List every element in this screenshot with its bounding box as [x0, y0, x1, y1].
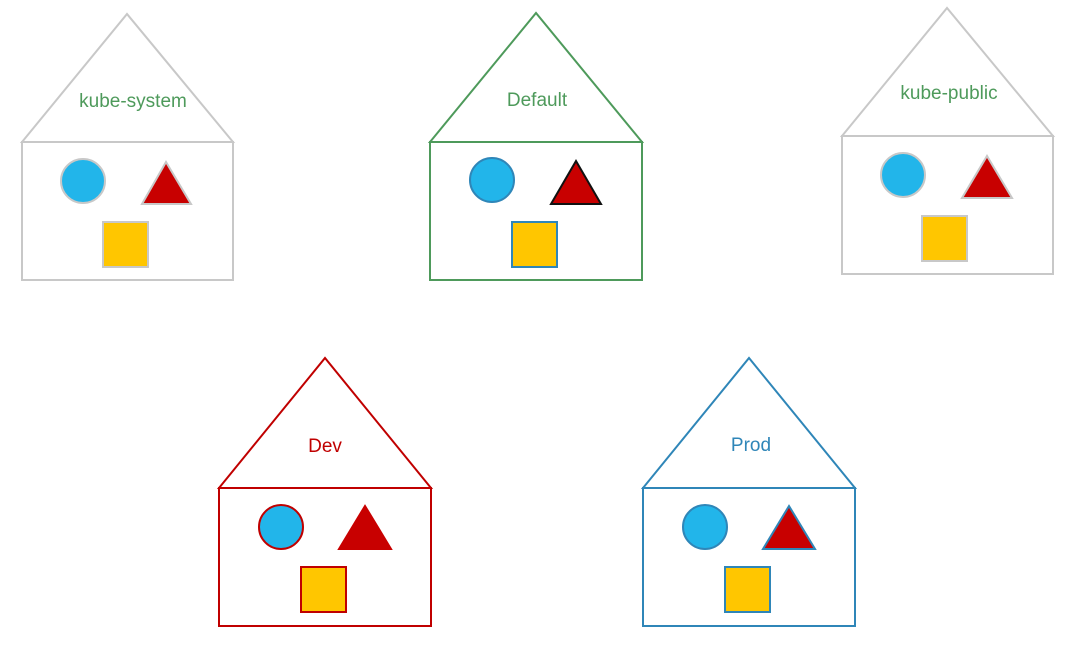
house-roof — [640, 356, 858, 489]
house-body — [642, 487, 856, 627]
circle-shape — [60, 158, 106, 204]
house-body — [841, 135, 1054, 275]
triangle-shape — [761, 504, 817, 550]
house-body — [218, 487, 432, 627]
house-prod: Prod — [640, 356, 858, 627]
house-roof — [216, 356, 434, 489]
circle-shape — [682, 504, 728, 550]
house-body — [429, 141, 643, 281]
circle-shape — [469, 157, 515, 203]
square-shape — [102, 221, 149, 268]
house-roof — [19, 12, 236, 143]
house-label: Dev — [308, 436, 342, 457]
house-kube-public: kube-public — [839, 6, 1056, 275]
house-label: Prod — [731, 435, 771, 456]
triangle-shape — [337, 504, 393, 550]
triangle-shape — [960, 154, 1014, 199]
house-dev: Dev — [216, 356, 434, 627]
triangle-shape — [140, 160, 193, 205]
house-kube-system: kube-system — [19, 12, 236, 281]
house-label: Default — [507, 90, 568, 111]
circle-shape — [258, 504, 304, 550]
house-label: kube-public — [900, 83, 997, 104]
house-body — [21, 141, 234, 281]
triangle-shape — [549, 159, 603, 205]
house-label: kube-system — [79, 91, 187, 112]
circle-shape — [880, 152, 926, 198]
square-shape — [511, 221, 558, 268]
house-roof — [839, 6, 1056, 137]
square-shape — [300, 566, 347, 613]
square-shape — [724, 566, 771, 613]
square-shape — [921, 215, 968, 262]
house-default: Default — [427, 11, 645, 281]
house-roof — [427, 11, 645, 143]
